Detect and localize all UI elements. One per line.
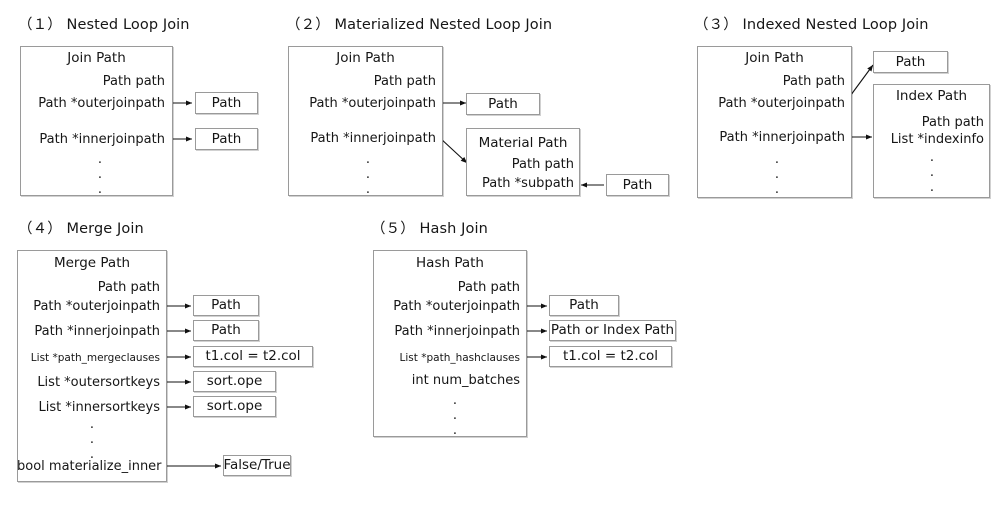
target-box-p4-innersortkeys xyxy=(193,396,276,417)
target-label-p4-outer: Path xyxy=(211,297,241,313)
field-p5-path-hashclauses: List *path_hashclauses xyxy=(399,352,520,364)
field-p2-path: Path path xyxy=(373,74,436,89)
target-box-p3-outer xyxy=(873,51,948,73)
target-label-p4-outersortkeys: sort.ope xyxy=(206,373,263,389)
target-box-p4-outersortkeys xyxy=(193,371,276,392)
target-box-p4-outer xyxy=(193,295,259,316)
ellipsis-dot: . xyxy=(97,182,103,197)
field-p5-innerjoinpath: Path *innerjoinpath xyxy=(394,324,520,339)
field-p4-path-mergeclauses: List *path_mergeclauses xyxy=(30,352,160,364)
ellipsis-dot: . xyxy=(774,152,780,167)
field-p5-path: Path path xyxy=(457,280,520,295)
target-box-p2-subpath-source xyxy=(606,174,669,196)
struct-name-p2: Join Path xyxy=(336,50,395,66)
ellipsis-dot: . xyxy=(774,167,780,182)
ellipsis-dot: . xyxy=(89,417,95,432)
target-label-p5-outer: Path xyxy=(569,297,599,313)
arrow-p2-inner xyxy=(439,137,468,164)
panel-title-materialized-nested-loop-join: （２） Materialized Nested Loop Join xyxy=(286,17,553,33)
target-box-p4-materialize xyxy=(223,455,291,476)
field-p4-materialize-inner: bool materialize_inner xyxy=(17,459,162,474)
field-p3-index-path: Path path xyxy=(921,115,984,130)
field-p4-innerjoinpath: Path *innerjoinpath xyxy=(34,324,160,339)
merge-path-box-p4 xyxy=(17,250,167,482)
field-p4-innersortkeys: List *innersortkeys xyxy=(38,400,161,415)
field-p1-innerjoinpath: Path *innerjoinpath xyxy=(39,132,165,147)
ellipsis-dot: . xyxy=(452,408,458,423)
field-p4-outerjoinpath: Path *outerjoinpath xyxy=(33,299,160,314)
ellipsis-p4: . . . xyxy=(87,417,97,462)
ellipsis-dot: . xyxy=(929,165,935,180)
ellipsis-dot: . xyxy=(452,393,458,408)
ellipsis-p1: . . . xyxy=(95,152,105,197)
ellipsis-dot: . xyxy=(365,182,371,197)
field-p2-material-subpath: Path *subpath xyxy=(481,176,574,191)
struct-name-p4: Merge Path xyxy=(53,255,131,271)
panel-title-indexed-nested-loop-join: （３） Indexed Nested Loop Join xyxy=(694,17,929,33)
ellipsis-dot: . xyxy=(97,152,103,167)
join-path-box-p3 xyxy=(697,46,852,198)
target-box-p2-outer xyxy=(466,93,540,115)
field-p3-path: Path path xyxy=(782,74,845,89)
target-box-p1-inner xyxy=(195,128,258,150)
struct-name-index-path-p3: Index Path xyxy=(895,88,968,104)
ellipsis-dot: . xyxy=(89,447,95,462)
field-p4-path: Path path xyxy=(97,280,160,295)
target-label-p2-subpath-source: Path xyxy=(622,177,653,193)
field-p2-innerjoinpath: Path *innerjoinpath xyxy=(310,131,436,146)
join-path-box-p2 xyxy=(288,46,443,196)
struct-name-material-path-p2: Material Path xyxy=(478,135,568,151)
target-label-p5-hashclauses: t1.col = t2.col xyxy=(562,348,659,364)
target-box-p4-mergeclauses xyxy=(193,346,313,367)
ellipsis-dot: . xyxy=(365,152,371,167)
field-p3-innerjoinpath: Path *innerjoinpath xyxy=(719,130,845,145)
target-label-p4-innersortkeys: sort.ope xyxy=(206,398,263,414)
field-p5-outerjoinpath: Path *outerjoinpath xyxy=(393,299,520,314)
struct-name-p1: Join Path xyxy=(67,50,126,66)
field-p3-indexinfo: List *indexinfo xyxy=(890,132,984,147)
index-path-box-p3 xyxy=(873,84,990,198)
ellipsis-dot: . xyxy=(774,182,780,197)
target-label-p4-inner: Path xyxy=(211,322,241,338)
field-p1-path: Path path xyxy=(102,74,165,89)
target-box-p5-outer xyxy=(549,295,619,316)
ellipsis-dot: . xyxy=(452,423,458,438)
ellipsis-p3-index: . . . xyxy=(927,150,937,195)
panel-title-nested-loop-join: （１） Nested Loop Join xyxy=(18,17,190,33)
ellipsis-dot: . xyxy=(929,150,935,165)
field-p1-outerjoinpath: Path *outerjoinpath xyxy=(38,96,165,111)
ellipsis-p3: . . . xyxy=(772,152,782,197)
target-label-p2-outer: Path xyxy=(488,96,518,112)
ellipsis-p2: . . . xyxy=(363,152,373,197)
material-path-box-p2 xyxy=(466,128,580,196)
target-box-p5-inner xyxy=(549,320,676,341)
ellipsis-dot: . xyxy=(929,180,935,195)
field-p3-outerjoinpath: Path *outerjoinpath xyxy=(718,96,845,111)
target-label-p5-inner: Path or Index Path xyxy=(550,322,675,338)
struct-name-p3: Join Path xyxy=(745,50,804,66)
target-box-p1-outer xyxy=(195,92,258,114)
field-p2-outerjoinpath: Path *outerjoinpath xyxy=(309,96,436,111)
target-label-p1-inner: Path xyxy=(211,131,242,147)
target-label-p3-outer: Path xyxy=(895,54,926,70)
ellipsis-dot: . xyxy=(89,432,95,447)
panel-title-hash-join: （５） Hash Join xyxy=(371,221,488,237)
target-box-p4-inner xyxy=(193,320,259,341)
target-box-p5-hashclauses xyxy=(549,346,672,367)
ellipsis-p5: . . . xyxy=(450,393,460,438)
panel-title-merge-join: （４） Merge Join xyxy=(18,221,144,237)
target-label-p4-materialize: False/True xyxy=(223,457,291,473)
ellipsis-dot: . xyxy=(97,167,103,182)
target-label-p4-mergeclauses: t1.col = t2.col xyxy=(205,348,301,364)
ellipsis-dot: . xyxy=(365,167,371,182)
field-p2-material-path: Path path xyxy=(511,157,574,172)
target-label-p1-outer: Path xyxy=(211,95,242,111)
field-p5-num-batches: int num_batches xyxy=(411,373,520,388)
field-p4-outersortkeys: List *outersortkeys xyxy=(37,375,160,390)
hash-path-box-p5 xyxy=(373,250,527,437)
struct-name-p5: Hash Path xyxy=(416,255,484,271)
join-path-box-p1 xyxy=(20,46,173,196)
